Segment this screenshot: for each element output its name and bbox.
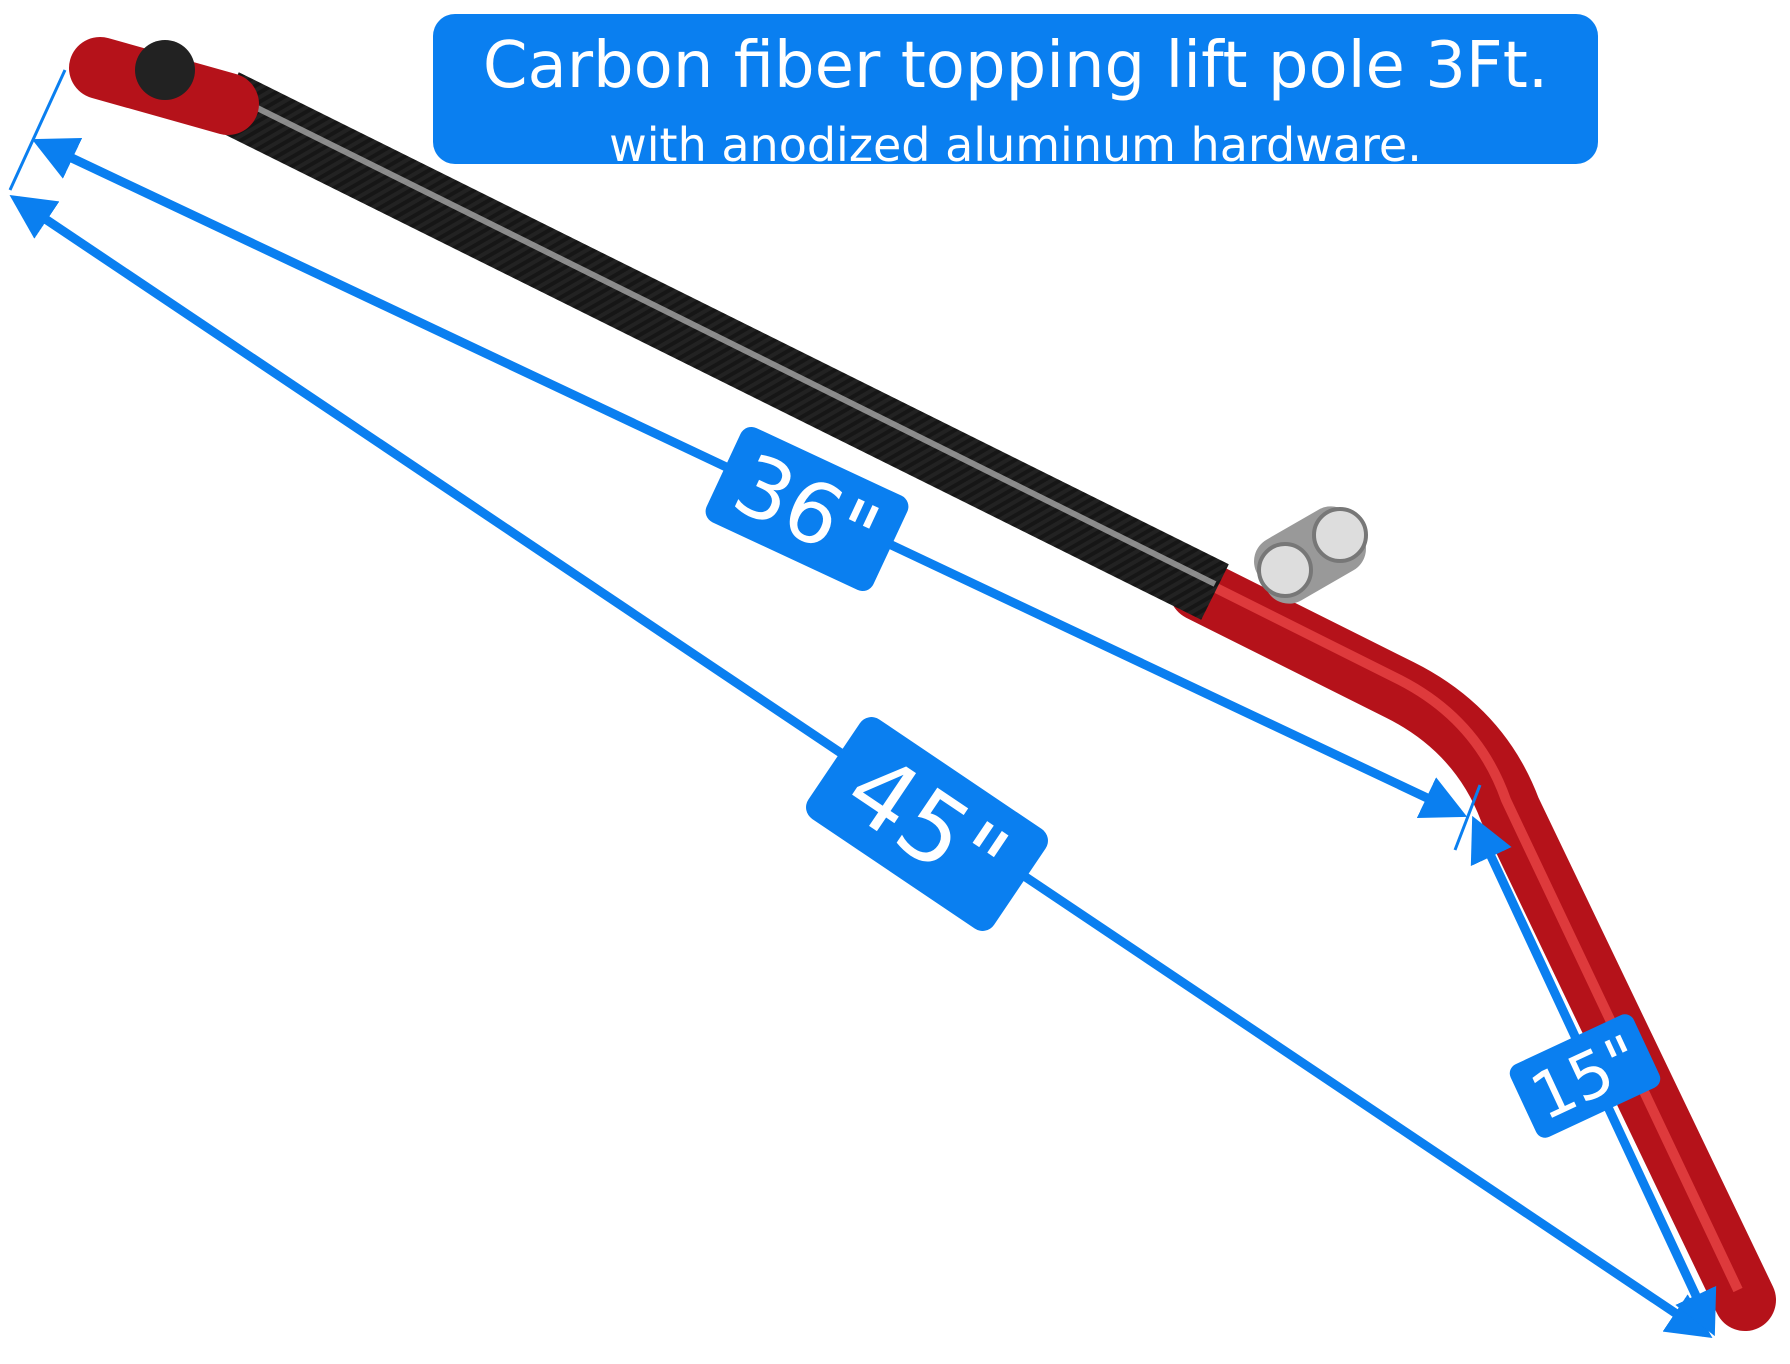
- title-subheading: with anodized aluminum hardware.: [609, 118, 1422, 172]
- title-heading: Carbon fiber topping lift pole 3Ft.: [482, 29, 1549, 103]
- sheave-icon: [135, 40, 195, 100]
- dimension-label-45: 45": [806, 717, 1048, 931]
- title-banner: Carbon fiber topping lift pole 3Ft. with…: [433, 14, 1598, 170]
- red-bent-tube: [1169, 559, 1776, 1331]
- dimension-label-36: 36": [705, 426, 909, 592]
